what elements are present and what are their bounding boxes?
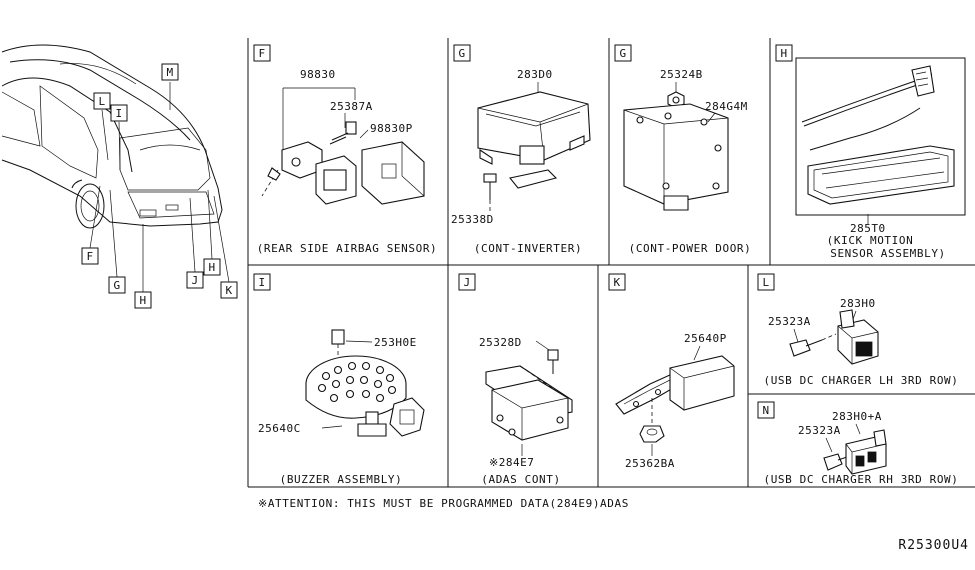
callout-box-F[interactable]	[81, 247, 99, 265]
airbag-sensor-part	[261, 141, 357, 205]
panel-letter-N: N	[762, 404, 769, 417]
caption-L: (USB DC CHARGER LH 3RD ROW)	[763, 374, 958, 387]
panel-letter-box-J	[458, 273, 476, 291]
panel-K[interactable]: K 25640P 25362BA	[608, 273, 735, 470]
part-25323A-rh[interactable]: 25323A	[798, 424, 841, 437]
callout-box-M[interactable]	[161, 63, 179, 81]
part-253H0E[interactable]: 253H0E	[374, 336, 417, 349]
part-284E7[interactable]: ※284E7	[489, 456, 534, 469]
caption-N: (USB DC CHARGER RH 3RD ROW)	[763, 473, 958, 486]
panel-J[interactable]: J 25328D ※284E7 (ADAS CONT)	[458, 273, 573, 486]
part-25323A-lh[interactable]: 25323A	[768, 315, 811, 328]
part-98830[interactable]: 98830	[300, 68, 336, 81]
vehicle-callouts: M L I F G H J H K	[81, 63, 238, 309]
caption-G2: (CONT-POWER DOOR)	[629, 242, 752, 255]
panel-N[interactable]: N 283H0+A 25323A (USB DC CHARGER RH 3RD …	[757, 401, 959, 486]
panel-letter-K: K	[613, 276, 620, 289]
panel-letter-G1: G	[458, 47, 465, 60]
callout-box-K[interactable]	[220, 281, 238, 299]
callout-F: F	[86, 250, 93, 263]
part-25328D[interactable]: 25328D	[479, 336, 522, 349]
callout-box-L[interactable]	[93, 92, 111, 110]
part-283H0-A[interactable]: 283H0+A	[832, 410, 882, 423]
panel-letter-H: H	[780, 47, 787, 60]
bracket-and-buzzer-part	[615, 355, 735, 443]
callout-K: K	[225, 284, 232, 297]
callout-L: L	[98, 95, 105, 108]
part-283H0[interactable]: 283H0	[840, 297, 876, 310]
panel-letter-L: L	[762, 276, 769, 289]
panel-letter-box-L	[757, 273, 775, 291]
panel-H[interactable]: H 285T0 (KICK MOTION SENSOR ASSEMBLY)	[775, 44, 966, 260]
panel-F[interactable]: F 98830 25387A 98830P (REAR SIDE AIRBAG …	[253, 44, 438, 255]
part-25324B[interactable]: 25324B	[660, 68, 703, 81]
panel-letter-box-F	[253, 44, 271, 62]
caption-G1: (CONT-INVERTER)	[474, 242, 582, 255]
panel-letter-F: F	[258, 47, 265, 60]
callout-I: I	[115, 107, 122, 120]
panel-I[interactable]: I 253H0E	[253, 273, 425, 486]
panel-G-inverter[interactable]: G 283D0 25338D (CONT-INVERTER)	[451, 44, 591, 255]
part-25387A[interactable]: 25387A	[330, 100, 373, 113]
caption-F: (REAR SIDE AIRBAG SENSOR)	[257, 242, 438, 255]
usb-charger-rh-part	[823, 429, 887, 475]
panel-letter-J: J	[463, 276, 470, 289]
vehicle-illustration	[1, 44, 223, 229]
callout-box-H-upper[interactable]	[203, 258, 221, 276]
part-284G4M[interactable]: 284G4M	[705, 100, 748, 113]
panel-G-power-door[interactable]: G 25324B 284G4M (CONT-POWER DOOR)	[614, 44, 752, 255]
part-25640C[interactable]: 25640C	[258, 422, 301, 435]
callout-G: G	[113, 279, 120, 292]
callout-H-upper: H	[208, 261, 215, 274]
caption-I: (BUZZER ASSEMBLY)	[280, 473, 403, 486]
power-door-controller-part	[623, 103, 729, 211]
caption-J: (ADAS CONT)	[481, 473, 560, 486]
panel-letter-box-G2	[614, 44, 632, 62]
bolt-25338D	[483, 173, 497, 212]
attention-note: ※ATTENTION: THIS MUST BE PROGRAMMED DATA…	[258, 497, 629, 510]
caption-H-line2: SENSOR ASSEMBLY)	[830, 247, 946, 260]
part-25640P[interactable]: 25640P	[684, 332, 727, 345]
panel-letter-box-H	[775, 44, 793, 62]
panel-grid	[247, 38, 975, 488]
diagram-id: R25300U4	[898, 538, 969, 553]
part-98830P[interactable]: 98830P	[370, 122, 413, 135]
inverter-part	[477, 91, 591, 189]
callout-J: J	[191, 274, 198, 287]
panel-letter-G2: G	[619, 47, 626, 60]
panel-letter-box-N	[757, 401, 775, 419]
buzzer-part	[305, 329, 425, 437]
panel-letter-box-G1	[453, 44, 471, 62]
callout-box-G[interactable]	[108, 276, 126, 294]
adas-controller-part	[485, 349, 573, 441]
part-25362BA[interactable]: 25362BA	[625, 457, 675, 470]
cover-98830P	[361, 141, 425, 205]
part-25338D[interactable]: 25338D	[451, 213, 494, 226]
part-285T0[interactable]: 285T0	[850, 222, 886, 235]
callout-M: M	[166, 66, 173, 79]
panel-L[interactable]: L 283H0 25323A (USB DC CHARGER LH 3RD RO…	[757, 273, 959, 387]
usb-charger-lh-part	[789, 309, 879, 365]
bolt-25387A	[329, 121, 357, 145]
callout-box-J[interactable]	[186, 271, 204, 289]
panel-letter-box-K	[608, 273, 626, 291]
callout-box-I[interactable]	[110, 104, 128, 122]
callout-H-lower: H	[139, 294, 146, 307]
panel-letter-box-I	[253, 273, 271, 291]
kick-sensor-part	[801, 65, 955, 205]
callout-box-H-lower[interactable]	[134, 291, 152, 309]
part-283D0[interactable]: 283D0	[517, 68, 553, 81]
caption-H-line1: (KICK MOTION	[827, 234, 914, 247]
panel-letter-I: I	[258, 276, 265, 289]
